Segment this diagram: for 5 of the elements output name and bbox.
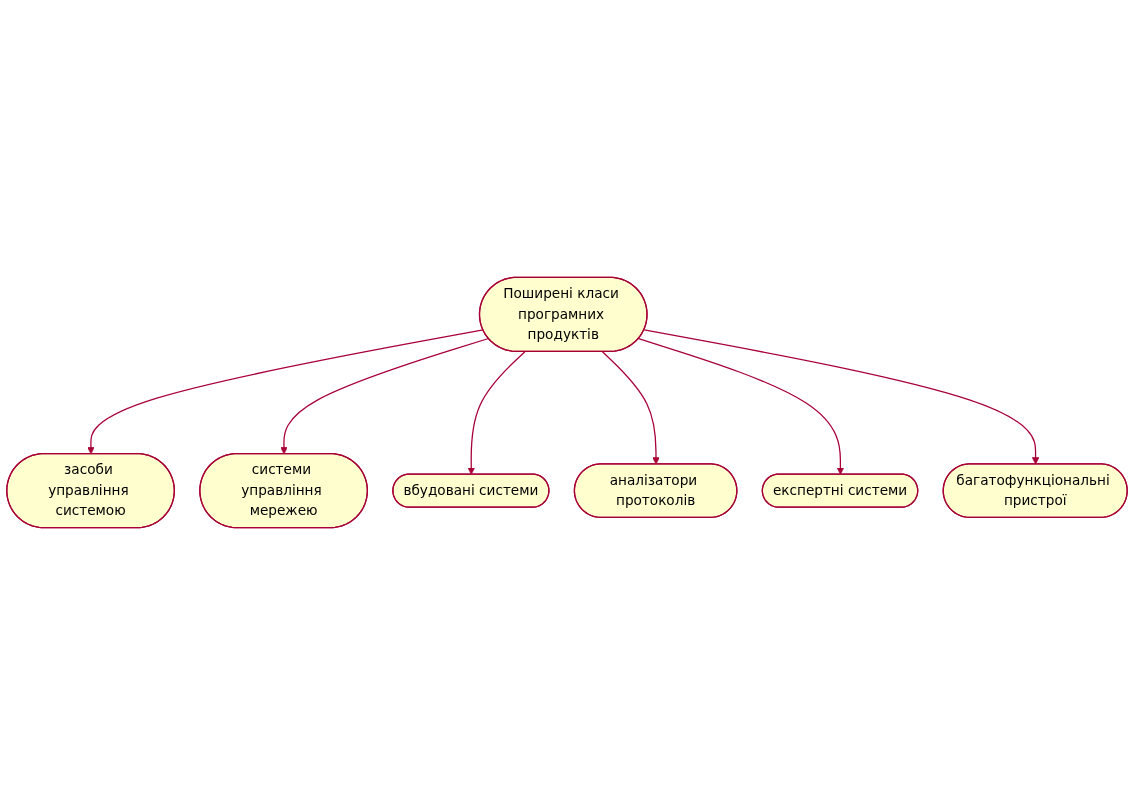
arrow: [643, 329, 1040, 465]
arrow: [467, 351, 526, 475]
arrow: [87, 329, 484, 455]
arrow: [638, 338, 845, 475]
arrow: [601, 351, 660, 465]
